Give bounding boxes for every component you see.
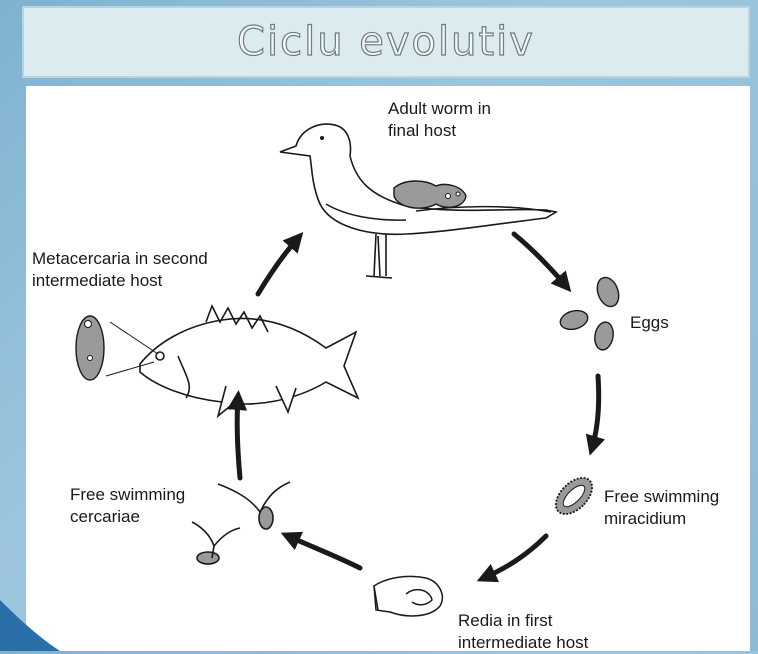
life-cycle-diagram: Adult worm in final host Metacercaria in… (26, 86, 750, 651)
label-adult-worm-line1: Adult worm in (388, 98, 491, 120)
arrow-snail-to-cercariae (288, 536, 360, 568)
label-metacercaria-line1: Metacercaria in second (32, 248, 208, 270)
label-eggs-line1: Eggs (630, 312, 669, 334)
cycle-arrows (237, 234, 599, 578)
label-miracidium: Free swimming miracidium (604, 486, 719, 530)
label-cercariae-line2: cercariae (70, 506, 185, 528)
label-cercariae-line1: Free swimming (70, 484, 185, 506)
label-miracidium-line1: Free swimming (604, 486, 719, 508)
diagram-drawing (26, 86, 750, 651)
arrow-bird-to-eggs (514, 234, 566, 286)
adult-worm-icon (394, 181, 466, 208)
arrow-eggs-to-miracidium (592, 376, 599, 448)
label-metacercaria: Metacercaria in second intermediate host (32, 248, 208, 292)
label-redia-line1: Redia in first (458, 610, 588, 632)
label-cercariae: Free swimming cercariae (70, 484, 185, 528)
title-bar: Ciclu evolutiv (22, 6, 750, 78)
fish-illustration (140, 306, 358, 416)
label-eggs: Eggs (630, 312, 669, 334)
page-title: Ciclu evolutiv (237, 19, 535, 65)
label-metacercaria-line2: intermediate host (32, 270, 208, 292)
label-adult-worm-line2: final host (388, 120, 491, 142)
cercariae-icon (192, 482, 290, 564)
arrow-cercariae-to-fish (237, 398, 240, 478)
arrow-fish-to-bird (258, 238, 298, 294)
decorative-swoosh (0, 560, 60, 651)
label-adult-worm: Adult worm in final host (388, 98, 491, 142)
label-miracidium-line2: miracidium (604, 508, 719, 530)
miracidium-icon (549, 471, 598, 520)
label-redia: Redia in first intermediate host (458, 610, 588, 654)
arrow-miracidium-to-snail (484, 536, 546, 578)
snail-illustration (374, 576, 442, 616)
